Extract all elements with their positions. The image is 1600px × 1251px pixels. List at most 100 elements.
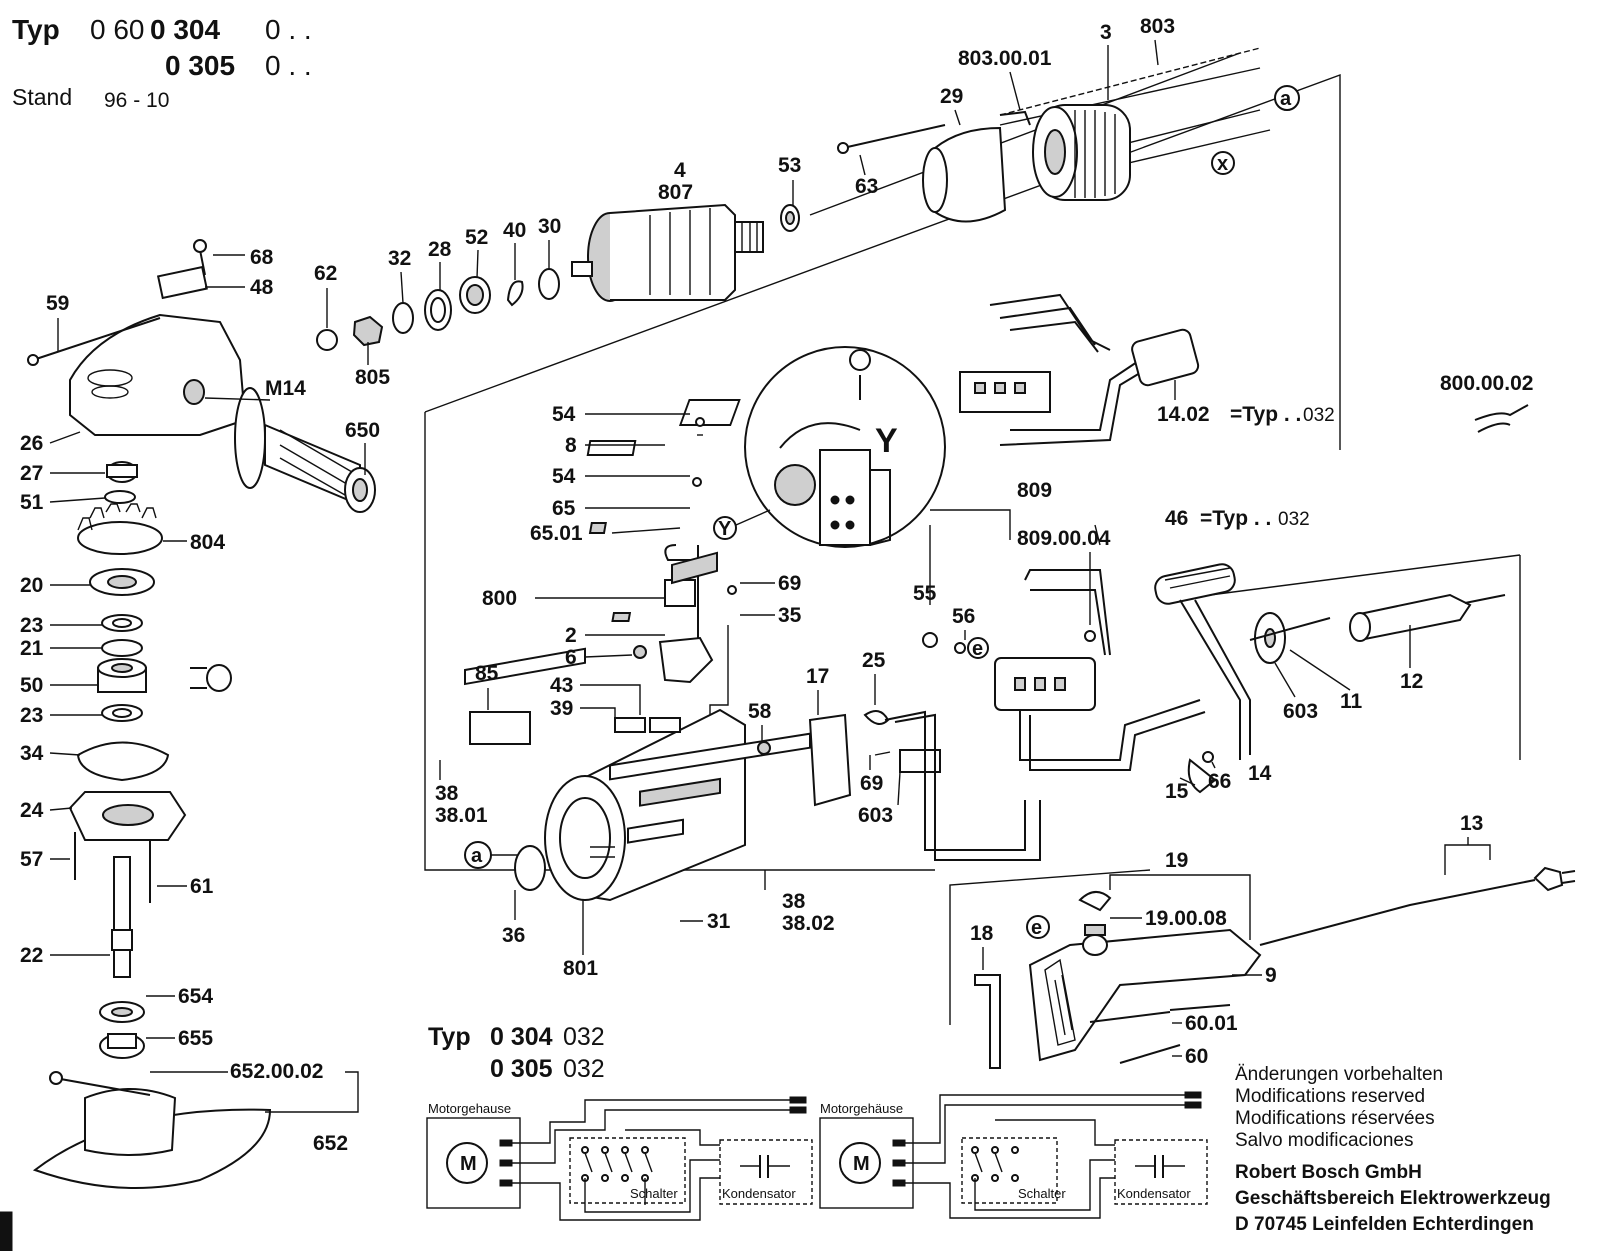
label-21: 21 <box>20 637 44 660</box>
label-13: 13 <box>1460 812 1483 835</box>
label-654: 654 <box>178 985 213 1008</box>
label-809: 809 <box>1017 479 1052 502</box>
label-35: 35 <box>778 604 802 627</box>
label-4: 4 <box>674 159 686 182</box>
capacitor-label-right: Kondensator <box>1117 1186 1191 1201</box>
label-14-02-typ: =Typ . . <box>1230 403 1301 426</box>
label-60-01: 60.01 <box>1185 1012 1238 1035</box>
label-23a: 23 <box>20 614 43 637</box>
label-8: 8 <box>565 434 577 457</box>
bearing-53 <box>780 204 800 232</box>
motor-label-right: Motorgehäuse <box>820 1101 903 1116</box>
label-6: 6 <box>565 646 577 669</box>
note-mod-de: Änderungen vorbehalten <box>1235 1064 1443 1085</box>
switch-label-right: Schalter <box>1018 1186 1066 1201</box>
capacitor-label-left: Kondensator <box>722 1186 796 1201</box>
label-69b: 69 <box>860 772 883 795</box>
label-30: 30 <box>538 215 561 238</box>
label-68: 68 <box>250 246 274 269</box>
label-15: 15 <box>1165 780 1189 803</box>
circle-a-mid: a <box>464 841 518 869</box>
label-46: 46 <box>1165 507 1188 530</box>
label-x: x <box>1217 153 1228 175</box>
label-51: 51 <box>20 491 44 514</box>
label-652: 652 <box>313 1132 348 1155</box>
label-e-mid: e <box>972 638 983 660</box>
label-66: 66 <box>1208 770 1231 793</box>
screw-63 <box>837 124 946 154</box>
label-36: 36 <box>502 924 525 947</box>
label-804: 804 <box>190 531 225 554</box>
wiring-typ-line2-bold: 0 305 <box>490 1055 553 1083</box>
label-39: 39 <box>550 697 573 720</box>
label-38a: 38 <box>435 782 459 805</box>
guard-652 <box>32 1071 272 1189</box>
label-28: 28 <box>428 238 452 261</box>
label-17: 17 <box>806 665 829 688</box>
label-23b: 23 <box>20 704 43 727</box>
label-85: 85 <box>475 662 499 685</box>
label-59: 59 <box>46 292 69 315</box>
label-38-01: 38.01 <box>435 804 488 827</box>
label-52: 52 <box>465 226 488 249</box>
gear-head-housing-26 <box>27 239 247 436</box>
label-Y-big: Y <box>875 422 898 460</box>
bearing-sleeve-29 <box>922 126 1007 223</box>
label-652-00-02: 652.00.02 <box>230 1060 323 1083</box>
wiring-typ-line1-post: 032 <box>563 1023 605 1051</box>
label-54b: 54 <box>552 465 576 488</box>
switch-assembly-14-02 <box>959 293 1200 446</box>
label-14-02-num: 032 <box>1303 405 1335 426</box>
label-14: 14 <box>1248 762 1272 785</box>
label-34: 34 <box>20 742 44 765</box>
label-12: 12 <box>1400 670 1423 693</box>
label-9: 9 <box>1265 964 1277 987</box>
label-18: 18 <box>970 922 994 945</box>
label-3: 3 <box>1100 21 1112 44</box>
part-labels: 3 803 803.00.01 29 a x 53 63 4 807 68 48… <box>20 15 1533 1155</box>
switch-assembly-809: e <box>922 509 1506 794</box>
label-48: 48 <box>250 276 274 299</box>
label-57: 57 <box>20 848 43 871</box>
label-801: 801 <box>563 957 598 980</box>
label-14-02: 14.02 <box>1157 403 1210 426</box>
motor-symbol-right: M <box>853 1153 870 1175</box>
label-2: 2 <box>565 624 577 647</box>
note-mod-fr: Modifications réservées <box>1235 1108 1435 1129</box>
label-38b: 38 <box>782 890 806 913</box>
motor-symbol-left: M <box>460 1153 477 1175</box>
motor-label-left: Motorgehause <box>428 1101 511 1116</box>
typ-label: Typ <box>12 14 60 45</box>
header: Typ 0 60 0 304 0 . . 0 305 0 . . Stand 9… <box>12 14 312 112</box>
label-65-01: 65.01 <box>530 522 583 545</box>
label-807: 807 <box>658 181 693 204</box>
label-50: 50 <box>20 674 43 697</box>
imprint: Änderungen vorbehalten Modifications res… <box>1235 1064 1551 1235</box>
label-55: 55 <box>913 582 937 605</box>
wiring-typ-line2-post: 032 <box>563 1055 605 1083</box>
side-handle-650 <box>234 387 376 513</box>
typ-line2-bold: 0 305 <box>165 50 235 81</box>
note-division: Geschäftsbereich Elektrowerkzeug <box>1235 1188 1551 1209</box>
label-53: 53 <box>778 154 801 177</box>
label-a-mid: a <box>471 845 483 867</box>
label-805: 805 <box>355 366 390 389</box>
stator-assembly <box>999 47 1271 201</box>
wiring-diagram-right: Motorgehäuse M Schalter Kondensator <box>819 1091 1208 1219</box>
label-69a: 69 <box>778 572 801 595</box>
label-603b: 603 <box>1283 700 1318 723</box>
label-M14: M14 <box>265 377 306 400</box>
typ-line1-bold: 0 304 <box>150 14 220 45</box>
label-38-02: 38.02 <box>782 912 835 935</box>
label-800: 800 <box>482 587 517 610</box>
label-40: 40 <box>503 219 526 242</box>
typ-line2-post: 0 . . <box>265 50 312 81</box>
label-809-00-04: 809.00.04 <box>1017 527 1111 550</box>
label-61: 61 <box>190 875 214 898</box>
cable-tie-800-00-02 <box>1474 404 1529 433</box>
label-65: 65 <box>552 497 576 520</box>
label-31: 31 <box>707 910 731 933</box>
label-46-typ: =Typ . . <box>1200 507 1271 530</box>
typ-line1-pre: 0 60 <box>90 14 145 45</box>
